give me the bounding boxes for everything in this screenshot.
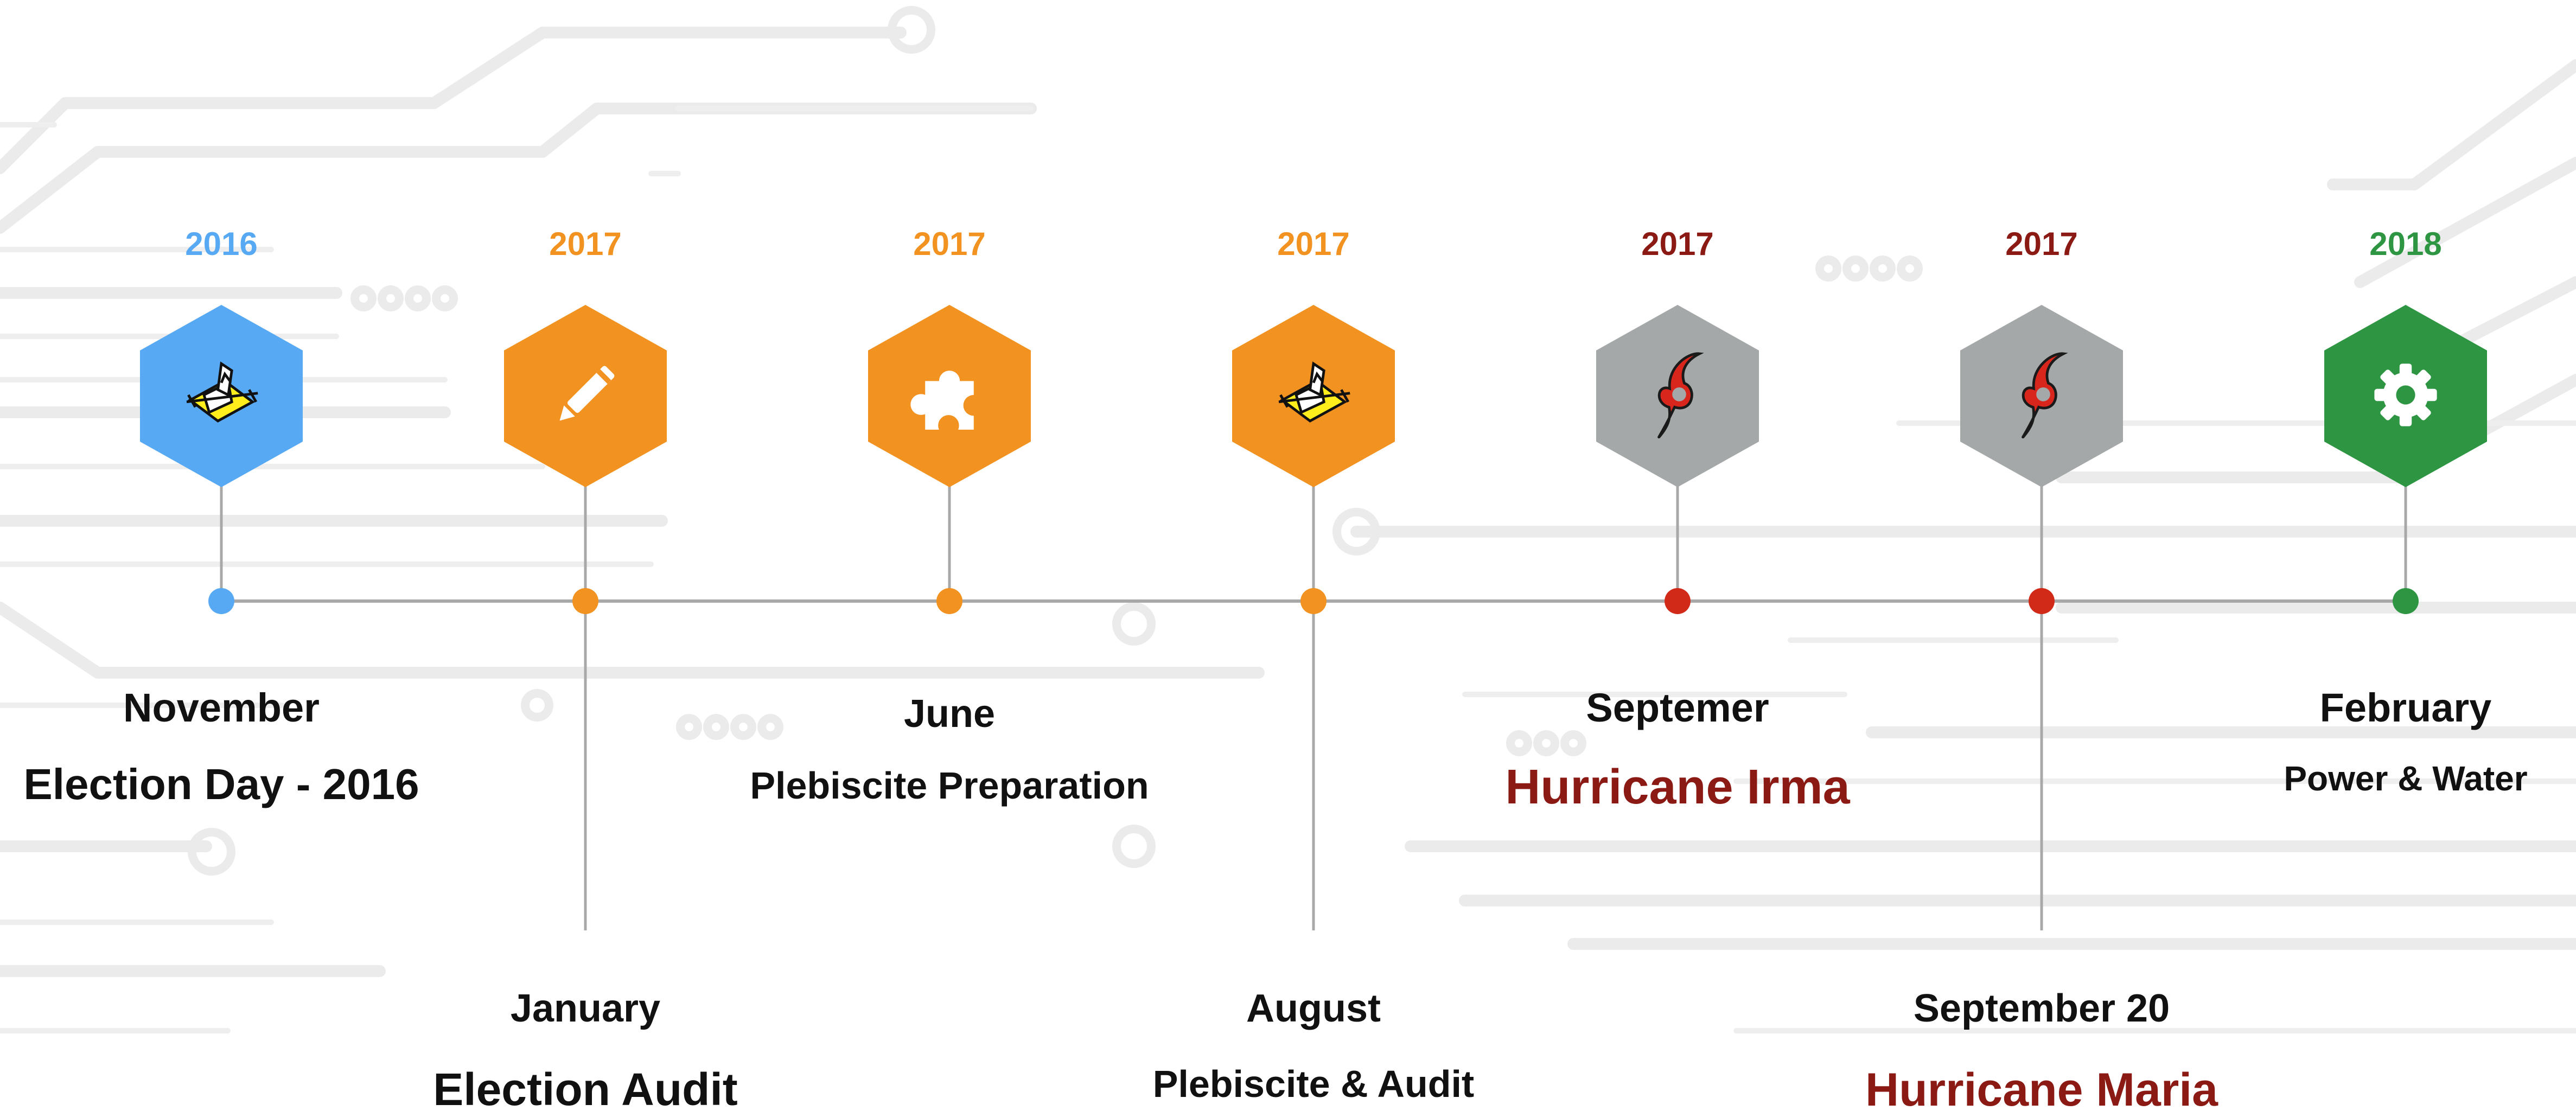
- event-title: Hurricane Maria: [1865, 1064, 2218, 1116]
- ballot-box-icon: [178, 352, 265, 441]
- event-title: Plebiscite Preparation: [750, 764, 1149, 807]
- event-month: November: [123, 685, 320, 730]
- event-year: 2017: [549, 226, 622, 262]
- event-dot: [1300, 588, 1327, 614]
- ballot-box-icon: [1270, 352, 1357, 441]
- event-dot: [1665, 588, 1691, 614]
- event-month: June: [903, 692, 996, 736]
- event-year: 2016: [185, 226, 258, 262]
- event-dot: [2393, 588, 2419, 614]
- event-hexagon: [1596, 305, 1759, 487]
- event-hexagon: [2324, 305, 2487, 487]
- event-month: February: [2319, 685, 2492, 730]
- event-hexagon: [1232, 305, 1395, 487]
- event-month: September 20: [1913, 987, 2170, 1030]
- hurricane-icon: [1634, 352, 1721, 441]
- event-title: Plebiscite & Audit: [1152, 1063, 1475, 1105]
- event-month: January: [510, 987, 661, 1030]
- event-month: Septemer: [1586, 685, 1769, 730]
- event-title: Election Day - 2016: [23, 760, 419, 808]
- event-hexagon: [504, 305, 667, 487]
- event-dot: [572, 588, 598, 614]
- gear-icon: [2362, 352, 2449, 441]
- event-year: 2017: [1641, 226, 1714, 262]
- event-title: Election Audit: [433, 1064, 738, 1115]
- event-year: 2017: [2005, 226, 2078, 262]
- event-dot: [208, 588, 234, 614]
- pencil-icon: [542, 352, 629, 441]
- event-dot: [936, 588, 962, 614]
- event-hexagon: [868, 305, 1031, 487]
- event-dot: [2029, 588, 2055, 614]
- event-month: August: [1246, 987, 1381, 1030]
- puzzle-piece-icon: [906, 352, 993, 441]
- event-year: 2017: [1277, 226, 1350, 262]
- event-title: Power & Water: [2284, 759, 2528, 798]
- event-title: Hurricane Irma: [1505, 760, 1850, 814]
- event-year: 2018: [2369, 226, 2442, 262]
- event-year: 2017: [913, 226, 986, 262]
- event-hexagon: [140, 305, 303, 487]
- hurricane-icon: [1998, 352, 2085, 441]
- event-hexagon: [1960, 305, 2123, 487]
